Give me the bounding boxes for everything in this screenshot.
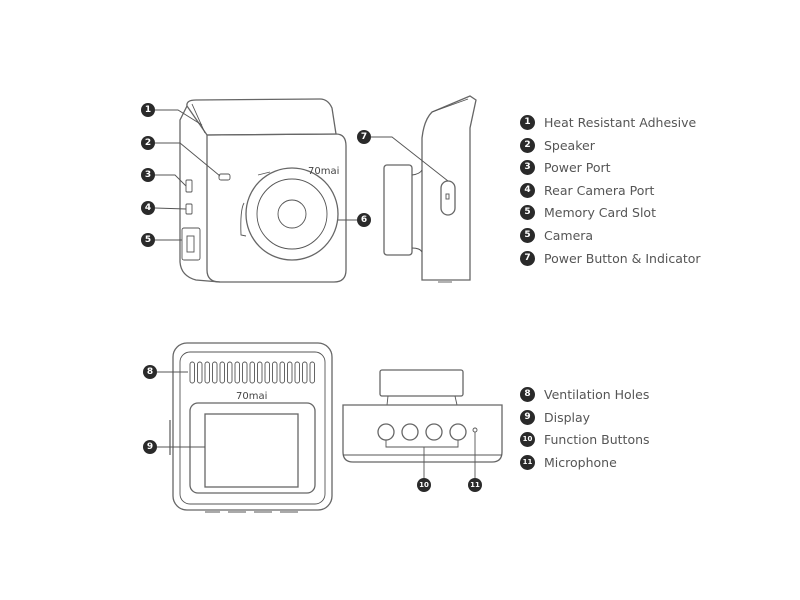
- vent-slot: [189, 361, 195, 384]
- power-button: [440, 180, 456, 216]
- legend-number: 1: [520, 114, 535, 130]
- vent-slot: [287, 361, 293, 384]
- memory-card-slot: [181, 227, 201, 261]
- legend-number: 5: [520, 227, 535, 243]
- vent-slot: [309, 361, 315, 384]
- back-view: 70mai: [169, 342, 333, 513]
- legend-label: Rear Camera Port: [544, 182, 655, 198]
- legend-label: Speaker: [544, 137, 595, 153]
- marker-1: 1: [141, 103, 155, 117]
- marker-10: 10: [417, 478, 431, 492]
- vent-slot: [272, 361, 278, 384]
- vent-slot: [279, 361, 285, 384]
- legend-item: 10 Function Buttons: [520, 430, 650, 448]
- legend-label: Function Buttons: [544, 431, 650, 447]
- legend-number: 8: [520, 386, 535, 402]
- legend-label: Microphone: [544, 454, 617, 470]
- marker-8: 8: [143, 365, 157, 379]
- svg-text:6: 6: [361, 215, 367, 225]
- legend-number: 3: [520, 159, 535, 175]
- marker-7: 7: [357, 130, 371, 144]
- legend-item: 8 Ventilation Holes: [520, 385, 649, 403]
- marker-3: 3: [141, 168, 155, 182]
- vent-slot: [257, 361, 263, 384]
- legend-item: 3 Power Port: [520, 158, 611, 176]
- vent-slot: [242, 361, 248, 384]
- microphone-hole: [472, 427, 478, 433]
- legend-label: Power Button & Indicator: [544, 250, 701, 266]
- legend-number: 4: [520, 182, 535, 198]
- legend-item: 2 Speaker: [520, 136, 595, 154]
- legend-item: 4 Rear Camera Port: [520, 181, 654, 199]
- vent-slot: [227, 361, 233, 384]
- legend-label: Power Port: [544, 159, 611, 175]
- vent-slot: [204, 361, 210, 384]
- speaker: [218, 173, 231, 181]
- vent-slot: [294, 361, 300, 384]
- front-view: 70mai: [179, 98, 347, 283]
- function-button-2: [401, 423, 419, 441]
- vent-slot: [302, 361, 308, 384]
- legend-number: 5: [520, 204, 535, 220]
- svg-text:2: 2: [145, 138, 151, 148]
- svg-text:1: 1: [145, 105, 151, 115]
- legend-item: 11 Microphone: [520, 453, 617, 471]
- legend-number: 2: [520, 137, 535, 153]
- marker-9: 9: [143, 440, 157, 454]
- marker-11: 11: [468, 478, 482, 492]
- adhesive-pad: [186, 98, 337, 136]
- function-button-1: [377, 423, 395, 441]
- marker-6: 6: [357, 213, 371, 227]
- marker-5: 5: [141, 233, 155, 247]
- legend-item: 1 Heat Resistant Adhesive: [520, 113, 696, 131]
- camera-lens: [245, 167, 339, 261]
- svg-text:11: 11: [470, 481, 480, 489]
- svg-text:4: 4: [145, 203, 151, 213]
- brand-logo-back: 70mai: [236, 391, 267, 402]
- vent-slot: [197, 361, 203, 384]
- vent-slot: [212, 361, 218, 384]
- legend-label: Display: [544, 409, 591, 425]
- svg-text:10: 10: [419, 481, 429, 489]
- legend-item: 7 Power Button & Indicator: [520, 249, 701, 267]
- vent-slot: [249, 361, 255, 384]
- power-port: [185, 179, 193, 193]
- legend-label: Heat Resistant Adhesive: [544, 114, 697, 130]
- legend-number: 9: [520, 409, 535, 425]
- side-view: [383, 95, 477, 283]
- legend-label: Camera: [544, 227, 594, 243]
- vent-slot: [264, 361, 270, 384]
- legend-number: 11: [520, 454, 535, 470]
- legend-number: 10: [520, 431, 535, 447]
- vent-slot: [219, 361, 225, 384]
- ventilation-holes: [189, 361, 315, 384]
- brand-logo: 70mai: [308, 166, 339, 177]
- legend-item: 9 Display: [520, 408, 590, 426]
- svg-text:7: 7: [361, 132, 367, 142]
- svg-text:5: 5: [145, 235, 151, 245]
- marker-4: 4: [141, 201, 155, 215]
- mount-block: [383, 164, 413, 256]
- function-button-3: [425, 423, 443, 441]
- svg-text:8: 8: [147, 367, 153, 377]
- legend-label: Ventilation Holes: [544, 386, 650, 402]
- display-screen: [204, 413, 299, 488]
- legend-number: 7: [520, 250, 535, 266]
- svg-text:3: 3: [145, 170, 151, 180]
- marker-2: 2: [141, 136, 155, 150]
- legend-label: Memory Card Slot: [544, 204, 656, 220]
- function-button-4: [449, 423, 467, 441]
- legend-item: 5 Memory Card Slot: [520, 203, 656, 221]
- legend-item: 5 Camera: [520, 226, 593, 244]
- rear-camera-port: [185, 203, 193, 215]
- vent-slot: [234, 361, 240, 384]
- bottom-view: [342, 369, 503, 478]
- svg-text:9: 9: [147, 442, 153, 452]
